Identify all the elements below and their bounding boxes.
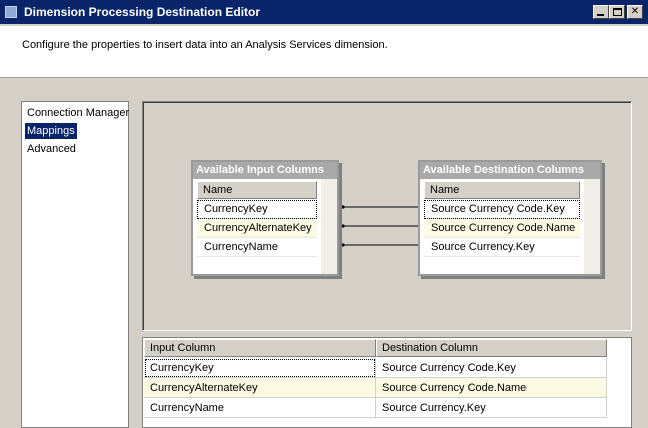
grid-header-destination-column[interactable]: Destination Column — [376, 339, 607, 357]
header-description: Configure the properties to insert data … — [22, 39, 388, 51]
grid-cell-destination[interactable]: Source Currency Code.Key — [376, 358, 607, 378]
mapping-line-2-start — [341, 224, 345, 228]
nav-item-mappings[interactable]: Mappings — [25, 123, 77, 139]
dialog-header: Configure the properties to insert data … — [0, 26, 648, 78]
minimize-icon — [597, 14, 604, 16]
dest-box-scrollbar[interactable] — [584, 179, 600, 274]
table-row[interactable]: CurrencyKey Source Currency Code.Key — [144, 358, 607, 378]
title-bar[interactable]: Dimension Processing Destination Editor … — [0, 0, 648, 26]
available-input-columns-box[interactable]: Available Input Columns Name CurrencyKey… — [191, 160, 339, 276]
nav-item-connection-manager[interactable]: Connection Manager — [27, 107, 130, 119]
mapping-canvas[interactable]: Available Input Columns Name CurrencyKey… — [142, 101, 632, 331]
window-title: Dimension Processing Destination Editor — [24, 5, 261, 19]
dest-column-row[interactable]: Source Currency.Key — [424, 238, 580, 257]
available-destination-columns-box[interactable]: Available Destination Columns Name Sourc… — [418, 160, 602, 276]
input-column-row[interactable]: CurrencyKey — [197, 200, 317, 219]
page-nav: Connection Manager Mappings Advanced — [21, 101, 129, 428]
minimize-button[interactable] — [593, 5, 609, 19]
app-icon — [5, 6, 17, 18]
input-column-row[interactable]: CurrencyAlternateKey — [197, 219, 317, 238]
grid-header-input-column[interactable]: Input Column — [144, 339, 376, 357]
input-box-scrollbar[interactable] — [321, 179, 337, 274]
table-row[interactable]: CurrencyName Source Currency.Key — [144, 398, 607, 418]
dest-column-row[interactable]: Source Currency Code.Key — [424, 200, 580, 219]
close-icon: ✕ — [630, 6, 640, 17]
mappings-grid: Input Column Destination Column Currency… — [142, 337, 632, 428]
grid-cell-input[interactable]: CurrencyKey — [144, 358, 376, 378]
grid-cell-destination[interactable]: Source Currency.Key — [376, 398, 607, 418]
nav-item-advanced[interactable]: Advanced — [27, 143, 76, 155]
mapping-line-1-start — [341, 205, 345, 209]
input-name-header[interactable]: Name — [197, 181, 317, 199]
dest-box-title: Available Destination Columns — [420, 162, 600, 179]
input-column-row[interactable]: CurrencyName — [197, 238, 317, 257]
close-button[interactable]: ✕ — [627, 5, 643, 19]
grid-cell-input[interactable]: CurrencyName — [144, 398, 376, 418]
table-row[interactable]: CurrencyAlternateKey Source Currency Cod… — [144, 378, 607, 398]
mapping-line-3-start — [341, 243, 345, 247]
input-box-title: Available Input Columns — [193, 162, 337, 179]
grid-cell-input[interactable]: CurrencyAlternateKey — [144, 378, 376, 398]
maximize-icon — [613, 8, 622, 16]
maximize-button[interactable] — [609, 5, 625, 19]
grid-cell-destination[interactable]: Source Currency Code.Name — [376, 378, 607, 398]
dest-column-row[interactable]: Source Currency Code.Name — [424, 219, 580, 238]
dest-name-header[interactable]: Name — [424, 181, 580, 199]
